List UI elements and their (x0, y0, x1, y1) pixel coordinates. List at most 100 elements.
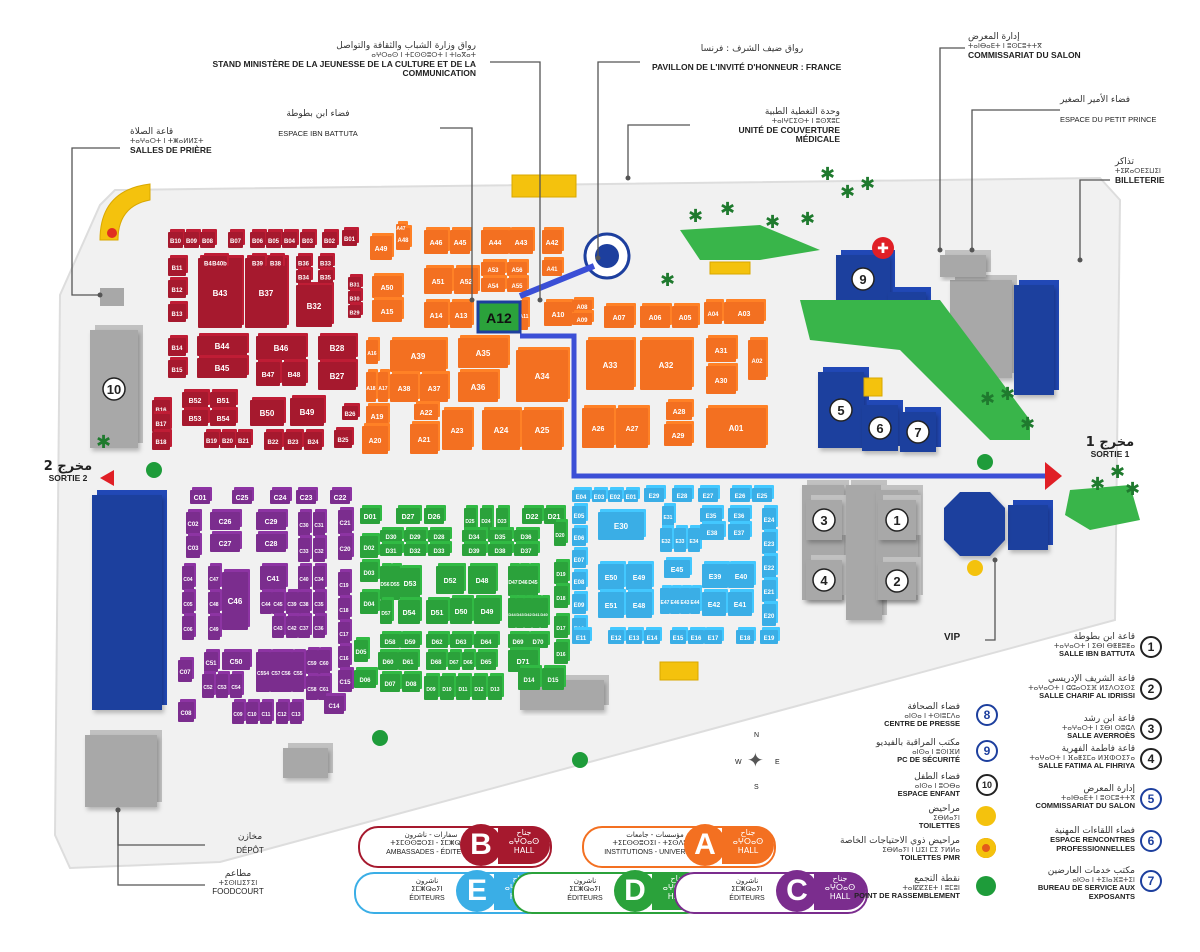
stand-c29: C29 (256, 509, 288, 530)
stand-label: D44 (508, 612, 516, 617)
stand-label: D14 (523, 678, 535, 684)
legend-tf: ⴰⵏⵙⴰ ⵏ ⵓⵔⴱⴰ (914, 782, 960, 791)
stand-e23: E23 (762, 529, 778, 554)
stand-c28: C28 (256, 531, 288, 552)
stand-c60: C60 (318, 647, 332, 674)
stand-label: C18 (339, 608, 348, 614)
legend-ar: فضاء الطفل (914, 772, 960, 782)
stand-label: C24 (274, 495, 287, 502)
stand-label: B45 (215, 364, 230, 373)
stand-label: A31 (715, 348, 728, 355)
stand-a12-highlight[interactable]: A12 (476, 300, 522, 334)
stand-b05: B05 (266, 229, 283, 248)
stand-label: B54 (217, 416, 230, 423)
legend-fr: SALLE CHARIF AL IDRISSI (1039, 691, 1135, 701)
stand-b14: B14 (168, 335, 188, 356)
exit-1-label: مخرج 1 SORTIE 1 (1070, 435, 1150, 460)
stand-d67: D67 (448, 649, 462, 670)
stand-d65: D65 (476, 649, 498, 670)
stand-label: E44 (691, 600, 700, 606)
stand-label: A13 (455, 313, 468, 320)
stand-d48: D48 (468, 563, 498, 594)
stand-label: C05 (183, 602, 192, 608)
assembly-point-icon (977, 454, 993, 470)
ticketing-label: تذاكر ⵜⵉⴽⴰⵔⴹⵉⵡⵉⵏ BILLETERIE (1115, 157, 1165, 185)
stand-label: C12 (277, 712, 286, 718)
palm-tree-icon: ✱ (1125, 479, 1140, 500)
stand-label: B21 (238, 439, 250, 445)
stand-label: D52 (444, 578, 457, 585)
stand-a26: A26 (582, 405, 616, 448)
stand-label: C45 (273, 602, 282, 608)
stand-e13: E13 (626, 627, 644, 644)
stand-d28: D28 (428, 527, 452, 542)
hall-tifinagh: ⵉⵎⵥⵕⴰⵢⵏ (569, 885, 601, 893)
stand-d12: D12 (472, 673, 488, 700)
stand-label: B25 (337, 438, 349, 444)
stand-b04: B04 (282, 229, 299, 248)
legend-number: 10 (976, 774, 998, 796)
stand-d62: D62 (426, 631, 450, 648)
legend-ar: إدارة المعرض (1083, 784, 1135, 794)
stand-e30: E30 (598, 509, 646, 540)
stand-label: C55 (293, 671, 302, 677)
stand-b13: B13 (168, 301, 188, 322)
prayer-building (99, 183, 151, 241)
legend-tf: ⵜⴰⵖⴰⵔⵜ ⵏ ⵉⴱⵏ ⴱⵟⵟⵓⵟⴰ (1054, 642, 1135, 651)
stand-b21: B21 (236, 429, 253, 448)
stand-c54: C54 (230, 671, 244, 698)
stand-label: D64 (480, 640, 492, 646)
stand-e01: E01 (624, 487, 640, 502)
legend-tf: ⴰⵏⵙⴰ ⵏ ⵜⵉⵏⴰⴼⵓⵜⵉⵏ (1072, 876, 1135, 885)
stand-e25: E25 (752, 485, 774, 502)
stand-e08: E08 (572, 569, 588, 590)
stand-c61: C61 (318, 673, 332, 700)
leader-commissariat (939, 47, 965, 250)
stand-label: B15 (171, 368, 183, 374)
stand-label: B40b (212, 262, 227, 268)
stand-label: C35 (314, 602, 323, 608)
stand-label: E42 (708, 602, 721, 609)
stand-label: E46 (671, 600, 680, 606)
stand-c21: C21 (338, 507, 354, 534)
stand-label: D06 (359, 678, 371, 684)
medical-unit-label: وحدة التغطية الطبية ⵜⴰⵏⵖⵎⵉⵙⵜ ⵏ ⵓⵙⴳⵓⵎ UNI… (738, 107, 840, 144)
stand-c37: C37 (298, 613, 312, 638)
stand-label: B41 (204, 262, 216, 268)
stand-label: E03 (594, 495, 605, 501)
stand-b20: B20 (220, 429, 237, 448)
hall-french: ÉDITEURS (409, 894, 445, 902)
stand-label: A27 (626, 426, 639, 433)
legend-room-number: 1 (1140, 636, 1162, 658)
building-salle-1: 1 (878, 495, 921, 540)
stand-label: D23 (497, 519, 506, 525)
stand-label: C46 (228, 597, 243, 606)
stand-b33: B33 (318, 253, 335, 269)
stand-d27: D27 (396, 505, 422, 524)
stand-label: B43 (213, 289, 228, 298)
stand-c22: C22 (330, 487, 352, 504)
stand-label: A21 (418, 437, 431, 444)
stand-label: D39 (468, 549, 480, 555)
stand-c39: C39 (286, 589, 300, 614)
stand-label: D20 (555, 533, 564, 539)
stand-a06: A06 (640, 303, 672, 328)
stand-a30: A30 (706, 363, 738, 394)
stand-label: B02 (324, 239, 336, 245)
building-service-exposants: 7 (900, 407, 941, 452)
legend-number: 9 (976, 740, 998, 762)
stand-label: B08 (202, 239, 214, 245)
building-east-small (1008, 500, 1053, 550)
stand-a28: A28 (666, 399, 694, 420)
stand-label: C56 (281, 671, 290, 677)
leader-guest (597, 61, 640, 258)
stand-d19: D19 (554, 559, 570, 584)
stand-b53: B53 (182, 407, 210, 426)
stand-e39: E39 (702, 561, 730, 588)
hall-tab: جناح ⴰⵖⵔⴰⵙ HALL (722, 826, 774, 864)
stand-e28: E28 (672, 485, 694, 502)
